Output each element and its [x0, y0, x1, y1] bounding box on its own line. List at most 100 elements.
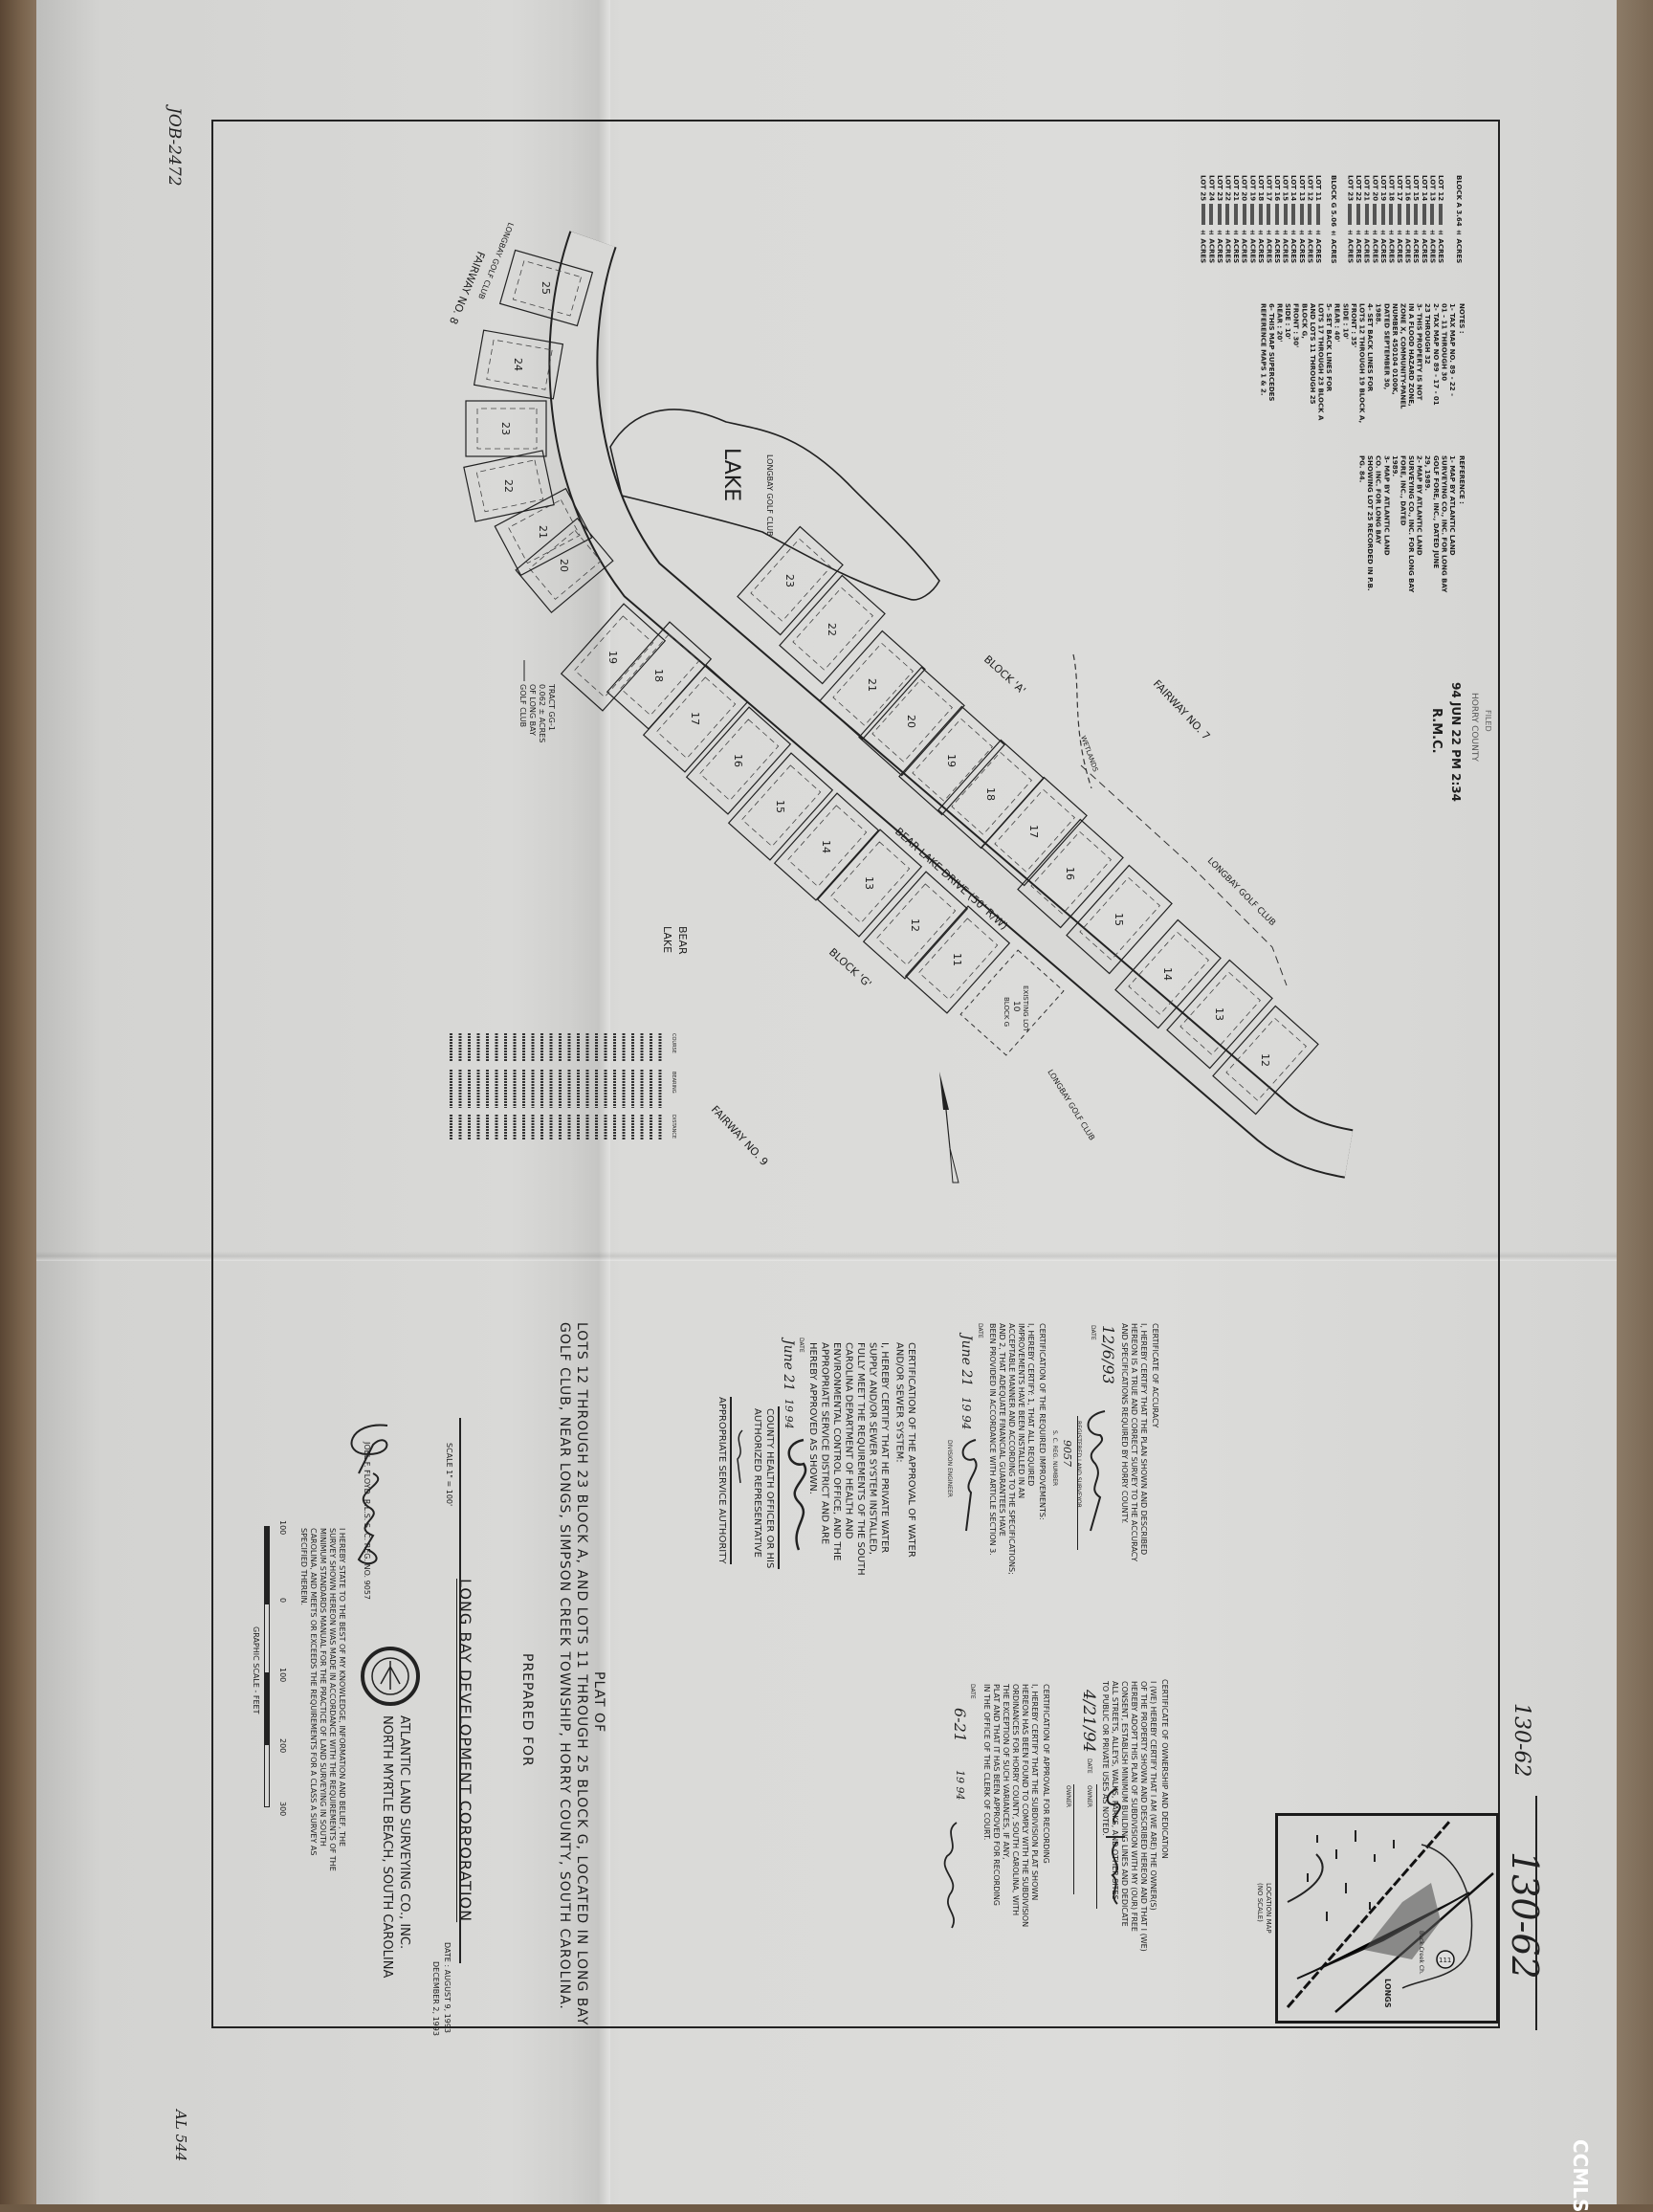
- bear-lake-drive: [550, 232, 1354, 1177]
- note-line: 4- SET BACK LINES FOR: [1366, 303, 1375, 392]
- surveyor-seal: [361, 1647, 420, 1706]
- acreage-lot: LOT 12: [1437, 175, 1444, 202]
- lot-number: 18: [652, 669, 665, 682]
- acreage-lot: LOT 20: [1371, 175, 1379, 202]
- certificate-line: HEREBY APPROVED AS SHOWN.: [807, 1342, 818, 1494]
- accuracy-reg-label: S. C. REG. NUMBER: [1051, 1430, 1058, 1487]
- setback-line: [512, 260, 583, 317]
- ownership-date-label: DATE: [1086, 1759, 1092, 1774]
- lot-boundary: [816, 829, 923, 938]
- acreage-unit: ± ACRES: [1281, 229, 1289, 264]
- curve-table-distance: DISTANCE: [671, 1115, 676, 1139]
- surveyor-name: JOEL F. FLOYD, R.L.S. S. C. REG. NO. 905…: [363, 1442, 371, 1600]
- lot-block-a: 13: [1166, 959, 1273, 1070]
- acreage-row: LOT 18± ACRES: [1387, 175, 1396, 263]
- acreage-row: LOT 13± ACRES: [1428, 175, 1436, 263]
- acreage-lot: LOT 20: [1240, 175, 1248, 202]
- lot-block-g: 24: [473, 329, 564, 400]
- setback-line: [476, 408, 538, 450]
- block-a-label: BLOCK 'A': [981, 653, 1028, 697]
- acreage-value-illegible: [1275, 204, 1280, 226]
- water-year: 19 94: [782, 1399, 795, 1429]
- acreage-unit: ± ACRES: [1437, 229, 1444, 264]
- watermark: CCMLS: [1569, 2139, 1592, 2212]
- lot-boundary: [727, 752, 834, 861]
- note-line: 6- THIS MAP SUPERCEDES: [1267, 303, 1275, 402]
- lot-number: 21: [866, 678, 878, 692]
- lot-block-a: 20: [858, 666, 965, 777]
- curve-table-bearing: BEARING: [671, 1072, 676, 1094]
- lot-block-g: 14: [773, 792, 880, 901]
- accuracy-title: CERTIFICATE OF ACCURACY: [1151, 1323, 1159, 1428]
- acreage-row: LOT 23± ACRES: [1346, 175, 1354, 263]
- certificate-line: HEREON HAS BEEN FOUND TO COMPLY WITH THE…: [1021, 1684, 1029, 1928]
- title-plat-of: PLAT OF: [591, 1671, 606, 1734]
- acreage-value-illegible: [1405, 204, 1410, 226]
- acreage-value-illegible: [1250, 204, 1255, 226]
- lot-number: 15: [1113, 913, 1125, 926]
- note-line: BLOCK G,: [1300, 303, 1309, 339]
- lot-boundary: [1166, 959, 1273, 1070]
- certificate-line: OF THE PROPERTY SHOWN AND DESCRIBED HERE…: [1139, 1681, 1148, 1952]
- paper-fold-horizontal: [36, 1251, 1617, 1261]
- acreage-lot: LOT 18: [1387, 175, 1396, 202]
- acreage-unit: ± ACRES: [1412, 229, 1421, 264]
- acreage-value-illegible: [1422, 204, 1426, 226]
- reference-line: SURVEYING CO., INC. FOR LONG BAY: [1440, 455, 1448, 593]
- acreage-value-illegible: [1234, 204, 1239, 226]
- acreage-row: LOT 23± ACRES: [1215, 175, 1223, 263]
- setback-line: [1179, 971, 1261, 1055]
- acreage-lot: LOT 11: [1314, 175, 1322, 202]
- setback-line: [951, 751, 1032, 835]
- acreage-value-illegible: [1356, 204, 1361, 226]
- acreage-lot: LOT 15: [1281, 175, 1289, 202]
- acreage-row: LOT 15 ± ACRES: [1281, 175, 1289, 263]
- acreage-value-illegible: [1398, 204, 1402, 226]
- acreage-value-illegible: [1258, 204, 1263, 226]
- location-map-title: LOCATION MAP: [1265, 1883, 1272, 1934]
- lot-boundary: [1114, 918, 1222, 1029]
- acreage-lot: LOT 14: [1289, 175, 1298, 202]
- acreage-lot: LOT 19: [1378, 175, 1387, 202]
- lot-number: 24: [512, 358, 524, 371]
- scale-segment: [264, 1673, 270, 1744]
- lot-number: 13: [863, 876, 875, 890]
- golf-club-lake-label: LONGBAY GOLF CLUB: [765, 454, 774, 537]
- acreage-lot: LOT 17: [1396, 175, 1404, 202]
- improvements-date-label: DATE: [977, 1323, 983, 1338]
- lot-number: 12: [1259, 1053, 1271, 1067]
- tract-line-3: OF LONG BAY: [528, 684, 537, 736]
- acreage-value-illegible: [1439, 204, 1443, 226]
- acreage-value-illegible: [1217, 204, 1222, 226]
- acreage-unit: ± ACRES: [1232, 229, 1241, 264]
- golf-club-east-label: LONGBAY GOLF CLUB: [1205, 856, 1277, 928]
- bear-lake-label-1: BEAR: [676, 926, 689, 955]
- certificate-line: TO PUBLIC OR PRIVATE USES AS NOTED.: [1101, 1681, 1110, 1836]
- note-line: LOTS 12 THROUGH 19 BLOCK A,: [1357, 303, 1366, 424]
- health-officer-label-2: AUTHORIZED REPRESENTATIVE: [752, 1408, 762, 1558]
- acreage-value-illegible: [1225, 204, 1230, 226]
- setback-line: [1079, 876, 1160, 961]
- acreage-value-illegible: [1430, 204, 1435, 226]
- certificate-line: ACCEPTABLE MANNER AND ACCORDING TO THE S…: [1007, 1323, 1016, 1575]
- lake-label: LAKE: [719, 448, 743, 501]
- acreage-unit: ± ACRES: [1420, 229, 1428, 264]
- acreage-lot: LOT 22: [1223, 175, 1232, 202]
- certificate-line: AND 2, THAT ADEQUATE FINANCIAL GUARANTEE…: [998, 1323, 1006, 1537]
- lot-boundary: [779, 574, 886, 685]
- acreage-value-illegible: [1291, 204, 1296, 226]
- owner-line: [1096, 1784, 1097, 1909]
- recording-year: 19 94: [954, 1770, 966, 1801]
- lot-number: 17: [1027, 825, 1040, 838]
- accuracy-signer-label: REGISTERED LAND SURVEYOR: [1075, 1421, 1082, 1508]
- acreage-unit: ± ACRES: [1371, 229, 1379, 264]
- title-revised-date: DECEMBER 2, 1993: [431, 1961, 440, 2036]
- acreage-row: LOT 18± ACRES: [1256, 175, 1265, 263]
- acreage-lot: LOT 15: [1412, 175, 1421, 202]
- lot-number: 11: [951, 953, 963, 966]
- lot-block-g: 20: [515, 517, 614, 614]
